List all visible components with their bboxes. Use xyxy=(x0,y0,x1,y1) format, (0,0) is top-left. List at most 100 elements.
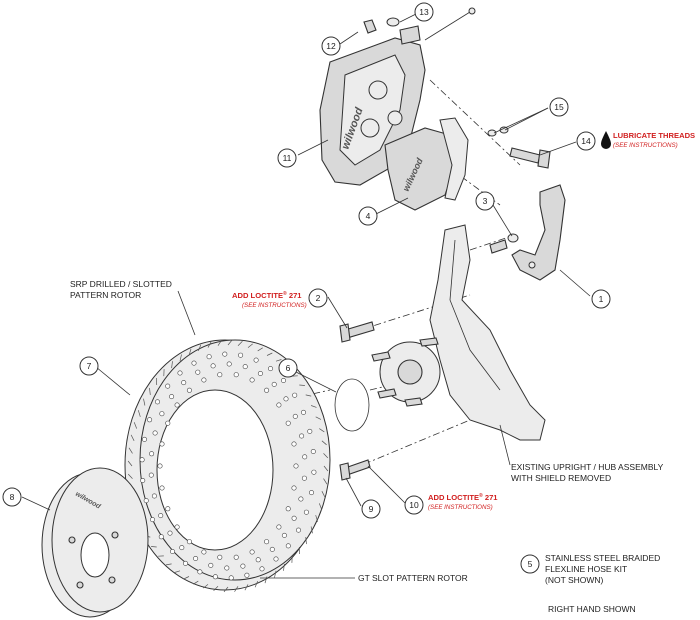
rotor-vane xyxy=(128,447,133,454)
rotor-vane xyxy=(257,347,263,352)
svg-text:(SEE INSTRUCTIONS): (SEE INSTRUCTIONS) xyxy=(613,142,678,149)
drill-hole xyxy=(155,399,161,405)
svg-text:1: 1 xyxy=(599,294,604,304)
callout-8: 8 xyxy=(2,487,22,507)
svg-text:5: 5 xyxy=(528,559,533,569)
drill-hole xyxy=(299,433,305,439)
callout-6: 6 xyxy=(278,358,298,378)
drill-hole xyxy=(186,387,192,393)
rotor-vane xyxy=(237,341,243,346)
drill-hole xyxy=(197,569,203,575)
drill-hole xyxy=(222,351,228,357)
drill-hole xyxy=(201,377,207,383)
svg-text:4: 4 xyxy=(366,211,371,221)
rotor-vane xyxy=(193,580,199,585)
drill-hole xyxy=(195,369,201,375)
rotor-bolt-9 xyxy=(339,459,371,481)
mounting-bolt-14 xyxy=(509,147,551,169)
bleed-cap xyxy=(386,17,400,27)
drill-hole xyxy=(285,506,291,512)
svg-text:15: 15 xyxy=(554,102,564,112)
drill-hole xyxy=(165,506,171,512)
svg-text:PATTERN ROTOR: PATTERN ROTOR xyxy=(70,290,141,300)
svg-text:FLEXLINE HOSE KIT: FLEXLINE HOSE KIT xyxy=(545,564,627,574)
callout-3: 3 xyxy=(475,191,495,211)
lubricate-note: LUBRICATE THREADS (SEE INSTRUCTIONS) xyxy=(601,131,695,149)
drill-hole xyxy=(224,565,230,571)
rotor-vane xyxy=(321,440,327,446)
svg-text:7: 7 xyxy=(87,361,92,371)
svg-text:9: 9 xyxy=(369,504,374,514)
drill-hole xyxy=(143,498,149,504)
rotor-vane xyxy=(143,398,146,406)
drill-hole xyxy=(170,548,176,554)
svg-text:LUBRICATE THREADS: LUBRICATE THREADS xyxy=(613,131,695,140)
washers xyxy=(487,126,509,137)
drill-hole xyxy=(298,496,304,502)
drill-hole xyxy=(302,454,308,460)
drill-hole xyxy=(158,534,164,540)
drill-hole xyxy=(158,513,164,519)
drill-hole xyxy=(148,472,154,478)
rotor-vane xyxy=(244,584,249,591)
srp-rotor-label: SRP DRILLED / SLOTTED PATTERN ROTOR xyxy=(70,279,172,300)
drill-hole xyxy=(238,352,244,358)
svg-text:SRP DRILLED / SLOTTED: SRP DRILLED / SLOTTED xyxy=(70,279,172,289)
drill-hole xyxy=(149,451,155,457)
svg-text:11: 11 xyxy=(283,153,292,163)
drill-hole xyxy=(311,469,317,475)
rotor-vane xyxy=(183,576,190,580)
callout-15: 15 xyxy=(549,97,569,117)
callout-4: 4 xyxy=(358,206,378,226)
rotor-vane xyxy=(318,503,323,510)
rotor-vane xyxy=(223,586,229,593)
rotor-vane xyxy=(127,473,133,479)
rotor-vane xyxy=(310,405,317,408)
rotor-vane xyxy=(323,453,329,459)
rotor-vane xyxy=(310,526,313,534)
svg-text:GT SLOT PATTERN ROTOR: GT SLOT PATTERN ROTOR xyxy=(358,573,468,583)
hose-kit-label: STAINLESS STEEL BRAIDED FLEXLINE HOSE KI… xyxy=(545,553,660,585)
rotor-vane xyxy=(127,460,133,467)
svg-text:(SEE INSTRUCTIONS): (SEE INSTRUCTIONS) xyxy=(242,302,307,309)
svg-text:EXISTING UPRIGHT / HUB ASSEMBL: EXISTING UPRIGHT / HUB ASSEMBLY xyxy=(511,462,664,472)
drill-hole xyxy=(150,517,156,523)
loctite-note-a: ADD LOCTITE® 271 (SEE INSTRUCTIONS) xyxy=(232,290,307,309)
svg-text:ADD LOCTITE® 271: ADD LOCTITE® 271 xyxy=(232,290,302,300)
bridge-bolt xyxy=(424,7,476,41)
leader-lines xyxy=(21,13,591,579)
svg-text:(NOT SHOWN): (NOT SHOWN) xyxy=(545,575,604,585)
drill-hole xyxy=(283,396,289,402)
callout-9: 9 xyxy=(361,499,381,519)
drill-hole xyxy=(269,546,275,552)
drill-hole xyxy=(291,485,297,491)
oil-drop-icon xyxy=(601,131,611,149)
drill-hole xyxy=(271,381,277,387)
rotor-vane xyxy=(207,341,212,348)
rotor-hat: wilwood xyxy=(41,467,149,618)
drill-hole xyxy=(233,554,239,560)
svg-text:WITH SHIELD REMOVED: WITH SHIELD REMOVED xyxy=(511,473,611,483)
drill-hole xyxy=(307,428,313,434)
svg-text:6: 6 xyxy=(286,363,291,373)
callout-12: 12 xyxy=(321,36,341,56)
drill-hole xyxy=(157,463,163,469)
upright-hub-assembly xyxy=(371,224,546,441)
drill-hole xyxy=(292,413,298,419)
rotor-vane xyxy=(130,434,135,441)
svg-text:2: 2 xyxy=(316,293,321,303)
drill-hole xyxy=(169,394,175,400)
drill-hole xyxy=(280,377,286,383)
right-hand-label: RIGHT HAND SHOWN xyxy=(548,604,636,614)
rotor-vane xyxy=(151,546,157,548)
drill-hole xyxy=(240,563,246,569)
drill-hole xyxy=(179,545,185,551)
drill-hole xyxy=(253,357,259,363)
drill-hole xyxy=(167,530,173,536)
drill-hole xyxy=(292,392,298,398)
svg-text:RIGHT HAND SHOWN: RIGHT HAND SHOWN xyxy=(548,604,636,614)
rotor-vane xyxy=(227,339,233,346)
drill-hole xyxy=(212,574,218,580)
drill-hole xyxy=(159,485,165,491)
